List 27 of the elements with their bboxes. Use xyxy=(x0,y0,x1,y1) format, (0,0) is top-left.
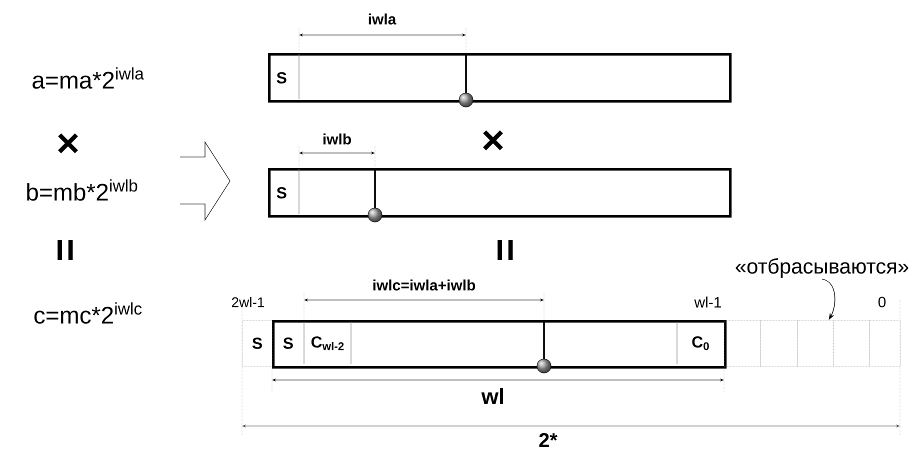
dimension-label: wl xyxy=(481,388,504,404)
formula: c=mc*2$^{iwlc}$ xyxy=(34,302,142,324)
discarded-cell: S xyxy=(242,320,272,366)
dimension-label: 2* xyxy=(539,433,558,447)
dimension-label: iwlc=iwla+iwlb xyxy=(373,280,476,290)
equals-sign: = xyxy=(58,240,73,260)
discarded-cell xyxy=(724,320,760,366)
bit-cell: C$_{0}$ xyxy=(692,336,709,350)
multiply-sign: × xyxy=(58,133,78,154)
note-text: «отбрасываются» xyxy=(736,258,908,278)
formula: a=ma*2$^{iwla}$ xyxy=(32,67,144,89)
register-box: S xyxy=(268,53,732,103)
bit-index: 0 xyxy=(878,296,886,308)
discarded-cell xyxy=(869,320,900,366)
bit-index: wl-1 xyxy=(694,296,722,308)
discarded-cell xyxy=(760,320,798,366)
dimension-label: iwla xyxy=(368,14,396,24)
bit-cell: C$_{wl-2}$ xyxy=(311,336,344,350)
discarded-cell xyxy=(833,320,870,366)
dimension-label: iwlb xyxy=(323,134,351,144)
formula: b=mb*2$^{iwlb}$ xyxy=(27,179,138,201)
bit-index: 2wl-1 xyxy=(232,296,264,308)
discarded-cell xyxy=(797,320,834,366)
register-box: S xyxy=(268,168,732,218)
bit-cell: S xyxy=(283,338,293,349)
register-box xyxy=(272,320,727,369)
multiply-sign: × xyxy=(483,130,503,150)
